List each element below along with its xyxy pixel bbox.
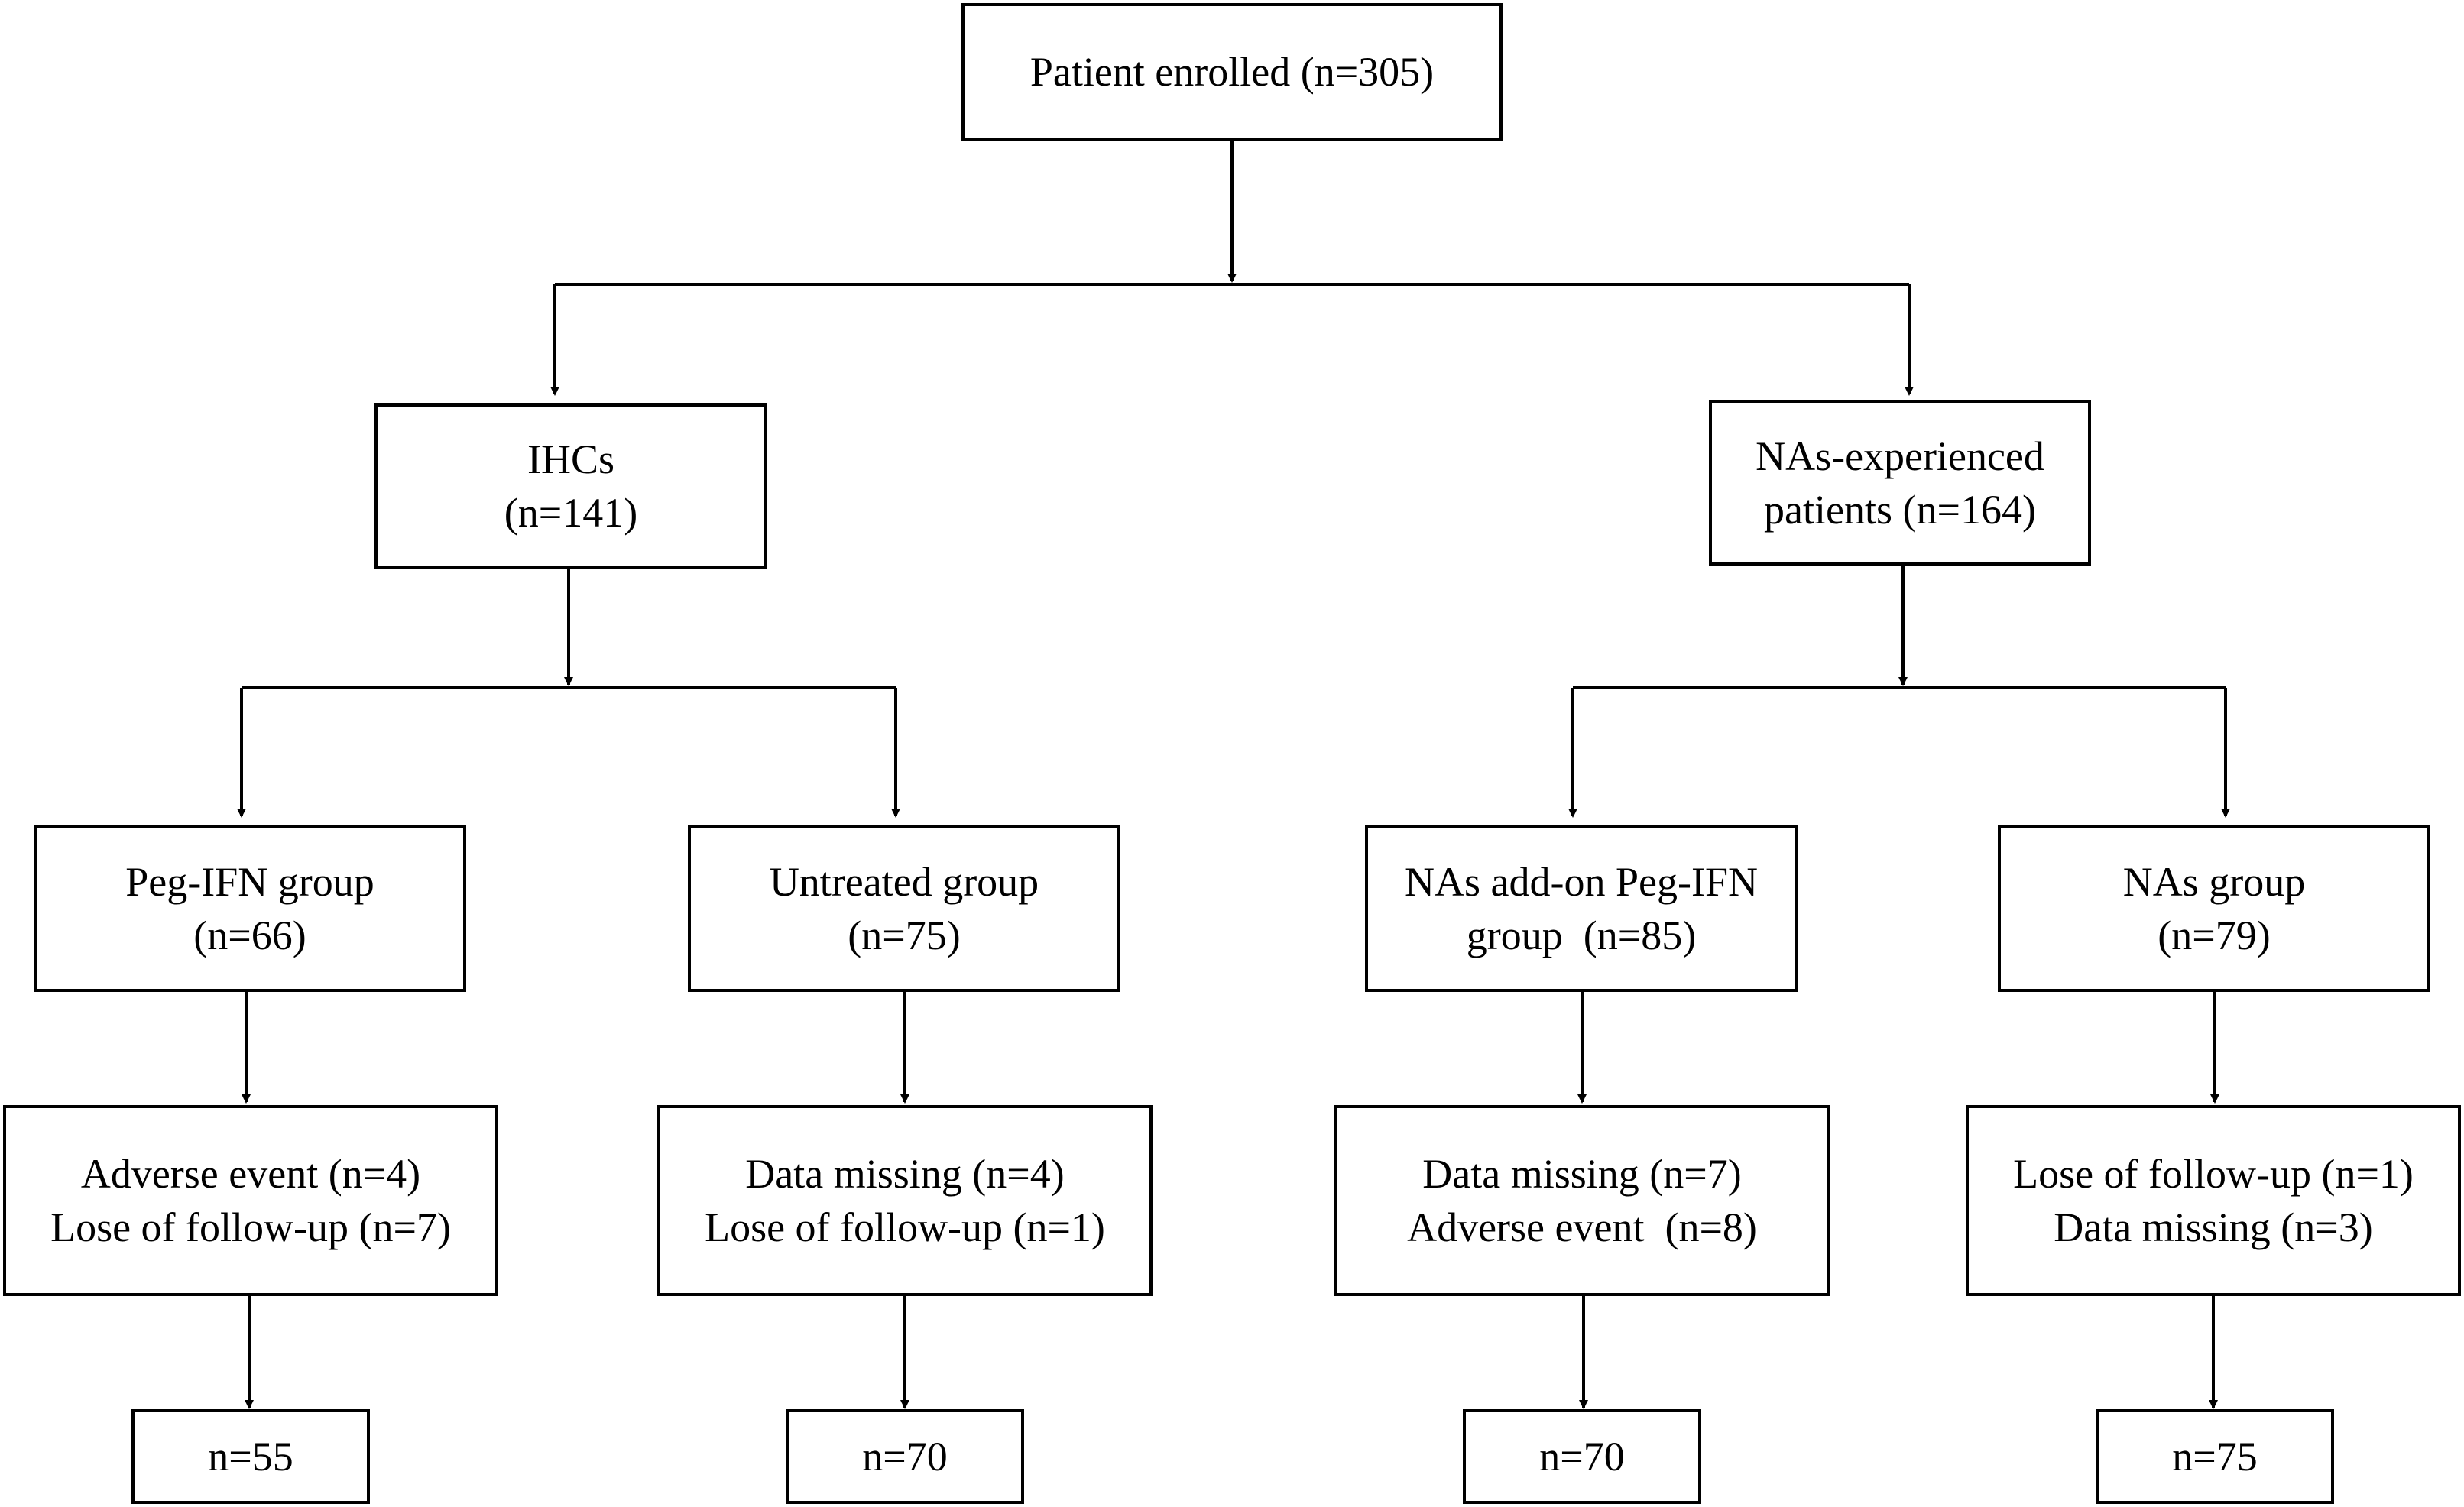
box-exclusions-peg-ifn: Adverse event (n=4) Lose of follow-up (n… — [3, 1105, 498, 1296]
box-final-nas-group: n=75 — [2096, 1409, 2334, 1504]
box-final-nas-addon: n=70 — [1463, 1409, 1701, 1504]
box-exclusions-nas-addon-line-1: Data missing (n=7) — [1422, 1151, 1742, 1197]
box-final-peg-ifn: n=55 — [131, 1409, 370, 1504]
box-nas-addon-peg-ifn-group-line-2: group (n=85) — [1466, 912, 1697, 958]
box-final-nas-group-value: n=75 — [2172, 1434, 2258, 1479]
box-nas-addon-peg-ifn-group: NAs add-on Peg-IFN group (n=85) — [1365, 825, 1798, 992]
box-nas-addon-peg-ifn-group-line-1: NAs add-on Peg-IFN — [1405, 859, 1758, 905]
box-exclusions-nas-group-line-1: Lose of follow-up (n=1) — [2013, 1151, 2414, 1197]
box-nas-experienced-line-2: patients (n=164) — [1764, 487, 2036, 533]
box-exclusions-nas-group-line-2: Data missing (n=3) — [2054, 1204, 2373, 1250]
box-ihcs: IHCs (n=141) — [374, 403, 767, 569]
box-ihcs-line-1: IHCs — [527, 436, 614, 482]
box-final-untreated: n=70 — [786, 1409, 1024, 1504]
box-exclusions-peg-ifn-line-1: Adverse event (n=4) — [80, 1151, 421, 1197]
box-final-nas-addon-value: n=70 — [1539, 1434, 1625, 1479]
box-exclusions-nas-addon-line-2: Adverse event (n=8) — [1407, 1204, 1757, 1250]
box-nas-group-line-2: (n=79) — [2158, 912, 2271, 958]
box-exclusions-nas-addon: Data missing (n=7) Adverse event (n=8) — [1334, 1105, 1830, 1296]
box-untreated-group-line-1: Untreated group — [769, 859, 1039, 905]
box-nas-group-line-1: NAs group — [2122, 859, 2306, 905]
box-nas-experienced: NAs-experienced patients (n=164) — [1709, 400, 2091, 566]
box-exclusions-peg-ifn-line-2: Lose of follow-up (n=7) — [50, 1204, 451, 1250]
box-exclusions-untreated-line-2: Lose of follow-up (n=1) — [705, 1204, 1105, 1250]
box-final-untreated-value: n=70 — [862, 1434, 948, 1479]
box-exclusions-nas-group: Lose of follow-up (n=1) Data missing (n=… — [1966, 1105, 2461, 1296]
box-ihcs-line-2: (n=141) — [504, 490, 638, 536]
box-untreated-group-line-2: (n=75) — [848, 912, 961, 958]
box-final-peg-ifn-value: n=55 — [208, 1434, 293, 1479]
box-peg-ifn-group-line-2: (n=66) — [193, 912, 306, 958]
box-exclusions-untreated-line-1: Data missing (n=4) — [745, 1151, 1065, 1197]
box-untreated-group: Untreated group (n=75) — [688, 825, 1120, 992]
box-patient-enrolled-line-1: Patient enrolled (n=305) — [1029, 49, 1435, 95]
box-exclusions-untreated: Data missing (n=4) Lose of follow-up (n=… — [657, 1105, 1153, 1296]
box-nas-experienced-line-1: NAs-experienced — [1756, 433, 2044, 479]
box-nas-group: NAs group (n=79) — [1998, 825, 2430, 992]
box-patient-enrolled: Patient enrolled (n=305) — [961, 3, 1503, 141]
box-peg-ifn-group-line-1: Peg-IFN group — [125, 859, 374, 905]
box-peg-ifn-group: Peg-IFN group (n=66) — [34, 825, 466, 992]
